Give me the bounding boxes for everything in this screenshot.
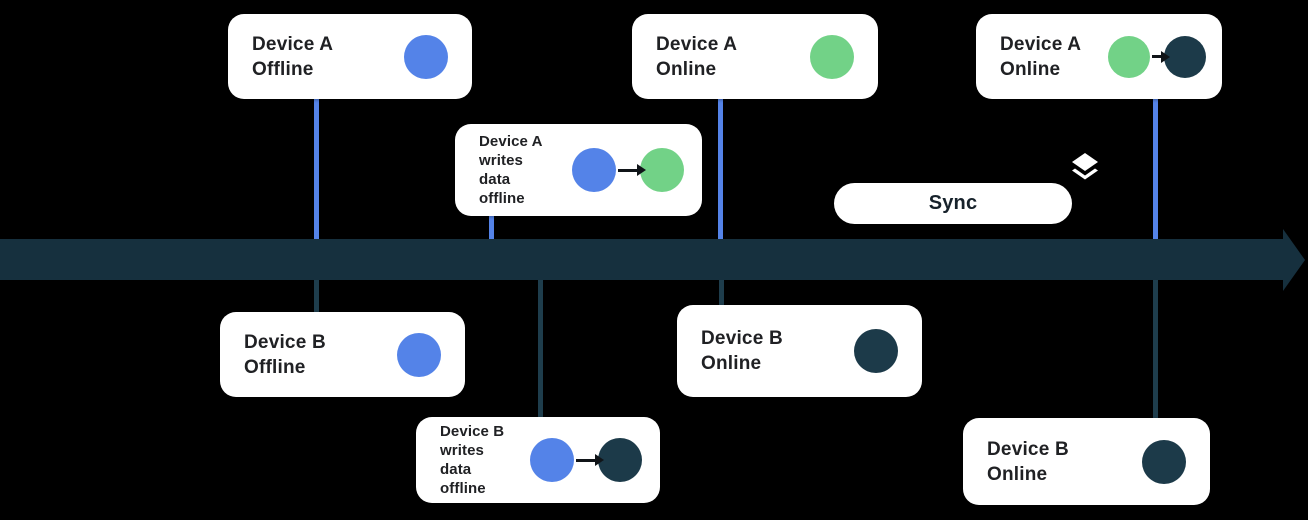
arrow-icon <box>1152 55 1162 58</box>
state-circle-target-icon <box>598 438 642 482</box>
state-circle-target-icon <box>640 148 684 192</box>
card-title-line: data <box>440 461 472 478</box>
connector-device-b-online-synced <box>1153 279 1158 420</box>
card-title-line: writes <box>440 442 484 459</box>
state-circle-source-icon <box>1108 35 1150 78</box>
card-device-a-offline: Device A Offline <box>228 14 472 99</box>
timeline-bar <box>0 239 1284 280</box>
card-title-line: Device A <box>1000 33 1082 55</box>
connector-device-a-online-synced <box>1153 99 1158 240</box>
timeline-arrowhead-icon <box>1283 229 1305 291</box>
card-title-line: Offline <box>252 58 314 80</box>
card-title-line: Device B <box>987 438 1069 460</box>
state-circle-target-icon <box>1164 35 1206 78</box>
sync-label-text: Sync <box>928 192 978 214</box>
card-title-line: Device A <box>252 33 334 55</box>
connector-device-b-online <box>719 279 724 307</box>
state-circle-source-icon <box>530 438 574 482</box>
card-title-line: Device A <box>656 33 738 55</box>
card-device-b-writes-data-offline: Device B writes data offline <box>416 417 660 503</box>
connector-device-b-writes <box>538 279 543 419</box>
connector-device-a-online <box>718 99 723 240</box>
card-title-line: data <box>479 171 511 188</box>
state-circle-online-icon <box>854 329 898 373</box>
card-title-line: Online <box>1000 58 1061 80</box>
state-circle-online-icon <box>810 34 854 79</box>
state-circle-source-icon <box>572 148 616 192</box>
card-device-a-online-synced: Device A Online <box>976 14 1222 99</box>
connector-device-a-writes <box>489 214 494 242</box>
sync-label: Sync <box>834 183 1072 224</box>
card-title-line: offline <box>479 190 525 207</box>
card-title-line: Offline <box>244 356 306 378</box>
connector-device-b-offline <box>314 279 319 314</box>
state-circle-online-icon <box>1142 439 1186 484</box>
card-device-a-writes-data-offline: Device A writes data offline <box>455 124 702 216</box>
arrow-icon <box>576 458 596 462</box>
card-device-a-online: Device A Online <box>632 14 878 99</box>
connector-device-a-offline <box>314 99 319 240</box>
card-title-line: Online <box>656 58 717 80</box>
card-device-b-offline: Device B Offline <box>220 312 465 397</box>
card-title-line: Device B <box>244 331 326 353</box>
state-circle-offline-icon <box>404 34 448 79</box>
card-title-line: offline <box>440 480 486 497</box>
card-title-line: writes <box>479 152 523 169</box>
card-title-line: Online <box>701 353 762 374</box>
card-title-line: Online <box>987 463 1048 485</box>
layers-icon <box>1072 153 1098 180</box>
card-device-b-online: Device B Online <box>677 305 922 397</box>
card-device-b-online-synced: Device B Online <box>963 418 1210 505</box>
card-title-line: Device A <box>479 133 543 150</box>
arrow-icon <box>618 168 638 172</box>
card-title-line: Device B <box>701 328 783 349</box>
state-circle-offline-icon <box>397 332 441 377</box>
card-title-line: Device B <box>440 423 505 440</box>
